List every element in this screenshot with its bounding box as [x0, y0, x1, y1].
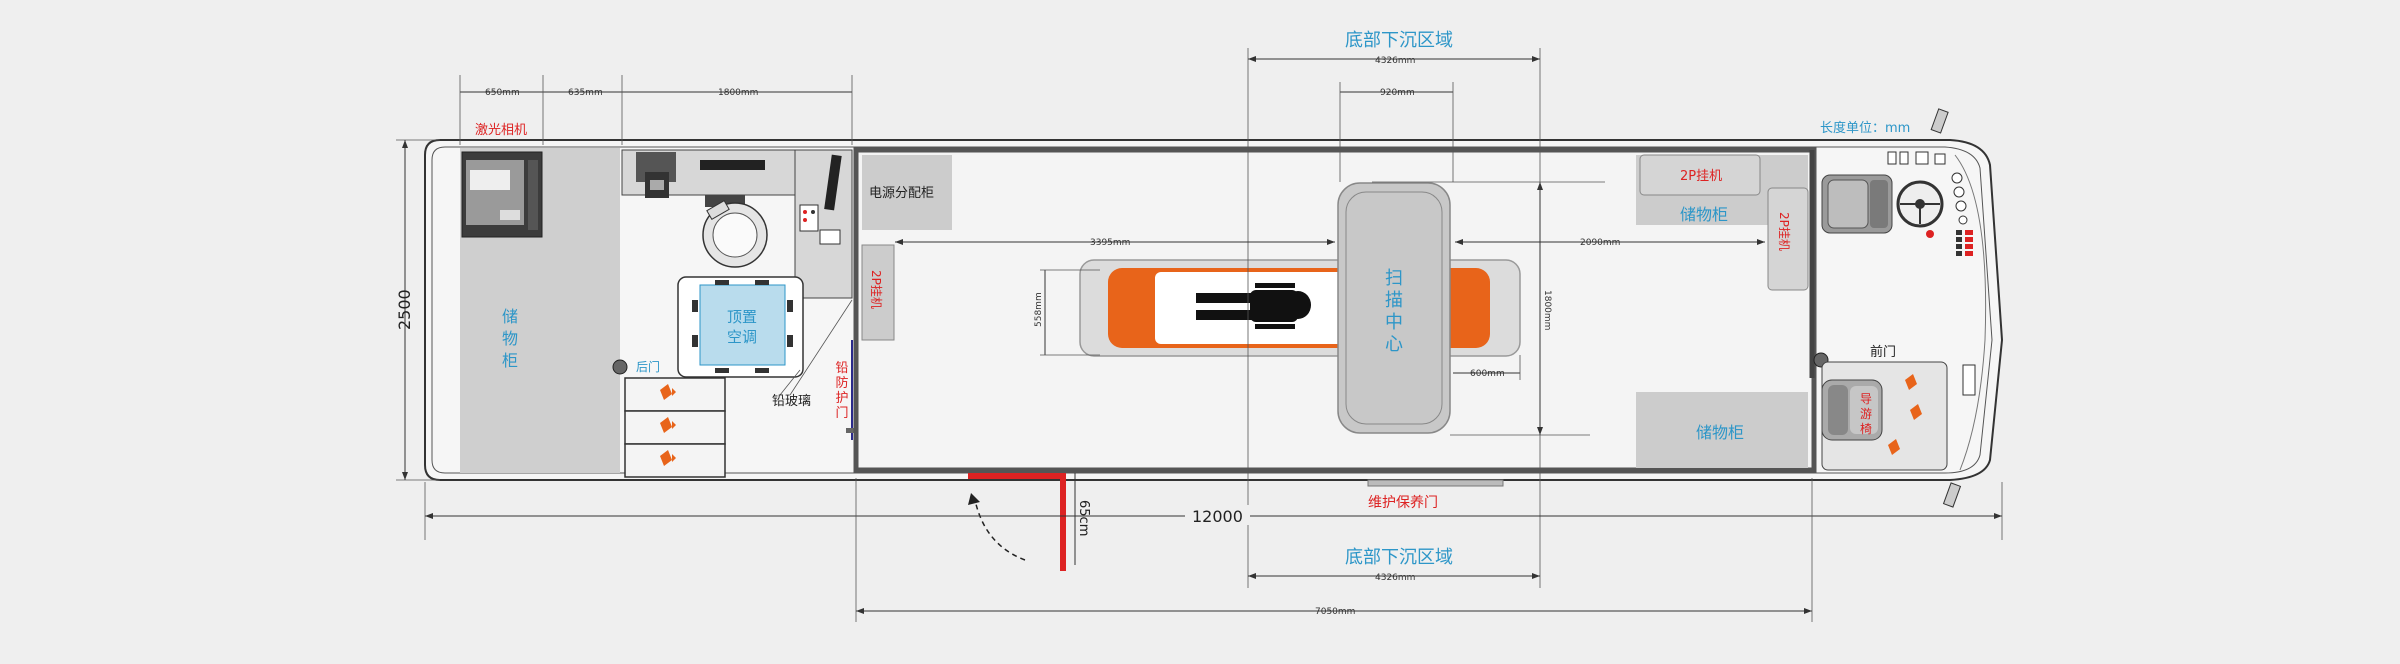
guideSeatV-char: 椅	[1860, 422, 1872, 436]
mirror-top	[1930, 108, 1949, 134]
monitor-icon	[636, 152, 676, 198]
lead-glass-pointer	[789, 299, 853, 396]
label-ac-2p-left: 2P挂机	[869, 270, 883, 309]
label-storage-top: 储物柜	[1680, 205, 1728, 224]
steering-wheel-icon	[1896, 180, 1944, 228]
patient-figure-icon	[1196, 283, 1311, 329]
label-front-door: 前门	[1870, 344, 1896, 360]
storageLeftV-char: 储	[502, 307, 518, 326]
lead-glass-pointer-2	[779, 369, 801, 396]
label-guide-seat: 导游椅	[1860, 392, 1872, 436]
storageLeftV-char: 柜	[502, 351, 518, 370]
label-roof-ac-line1: 顶置	[727, 308, 757, 326]
label-lead-door: 铅防护门	[835, 361, 848, 421]
label-maintenance-door: 维护保养门	[1368, 495, 1438, 511]
bus-inner-outline	[431, 146, 1993, 474]
dim-920: 920mm	[1380, 88, 1415, 98]
label-roof-ac-line2: 空调	[727, 328, 757, 346]
dim-4326-top: 4326mm	[1375, 56, 1415, 66]
leadDoorV-char: 防	[835, 375, 848, 391]
leadDoorV-char: 护	[835, 391, 848, 406]
storageLeftV-char: 物	[502, 329, 518, 348]
rear-step-drawers	[624, 377, 726, 478]
dim-2500: 2500	[395, 289, 414, 330]
leadDoorV-char: 门	[835, 406, 848, 421]
footprint-front-2	[1910, 404, 1922, 420]
ac-2p-top	[1639, 154, 1761, 196]
dim-1800-side: 1800mm	[1542, 290, 1552, 330]
door-panel	[1962, 364, 1976, 396]
dim-arrowheads	[402, 56, 2002, 614]
storage-bottom-right	[1636, 392, 1808, 468]
side-door-swing-arc	[974, 499, 1026, 561]
laser-camera-icon	[461, 151, 543, 238]
label-scan-center: 扫描中心	[1385, 268, 1403, 355]
driver-seat-icon	[1821, 174, 1893, 234]
control-panel-icon	[799, 204, 841, 245]
rear-door-hinge	[612, 359, 628, 375]
dim-2090: 2090mm	[1580, 238, 1620, 248]
scanCenterV-char: 中	[1385, 312, 1403, 333]
operator-chair-icon	[702, 199, 768, 268]
label-storage-bottom: 储物柜	[1696, 423, 1744, 442]
mirror-bottom	[1942, 482, 1962, 508]
windshield-line	[1954, 154, 1987, 471]
dashboard-icon	[1887, 151, 1973, 256]
ac-2p-left	[861, 244, 895, 341]
power-cabinet	[862, 155, 952, 230]
footprint-front-1	[1905, 374, 1917, 390]
label-power-cabinet: 电源分配柜	[869, 186, 934, 201]
scanCenterV-char: 描	[1385, 290, 1403, 311]
dim-7050: 7050mm	[1315, 607, 1355, 617]
footprint-front-3	[1888, 439, 1900, 455]
label-laser-camera: 激光相机	[475, 123, 527, 138]
maintenance-door-hatch	[1367, 479, 1504, 487]
dim-650: 650mm	[485, 88, 520, 98]
side-door-leaf	[1060, 473, 1066, 571]
label-lead-glass: 铅玻璃	[772, 394, 811, 409]
label-ac-2p-right: 2P挂机	[1777, 212, 1791, 251]
guideSeatV-char: 导	[1860, 392, 1872, 406]
scanCenterV-char: 扫	[1385, 268, 1403, 289]
label-sink-top: 底部下沉区域	[1345, 30, 1453, 51]
label-unit-note: 长度单位：mm	[1820, 120, 1910, 136]
side-door-arrow	[968, 493, 980, 505]
scanCenterV-char: 心	[1385, 334, 1403, 355]
dim-635: 635mm	[568, 88, 603, 98]
guideSeatV-char: 游	[1860, 407, 1872, 421]
dim-12000-bg	[1185, 505, 1250, 525]
dim-600: 600mm	[1470, 369, 1505, 379]
mouse-icon	[824, 154, 842, 211]
leadDoorV-char: 铅	[835, 361, 848, 376]
roof-ac-unit	[677, 276, 804, 378]
side-door-opening	[968, 473, 1063, 479]
dim-4326-bottom: 4326mm	[1375, 573, 1415, 583]
label-sink-bottom: 底部下沉区域	[1345, 547, 1453, 568]
label-rear-door: 后门	[636, 359, 660, 374]
label-door-opening: 65cm	[1076, 500, 1091, 536]
label-storage-left-v: 储物柜	[502, 307, 518, 370]
ct-gantry	[1337, 182, 1451, 434]
dim-558: 558mm	[1034, 292, 1044, 327]
dim-12000: 12000	[1192, 507, 1243, 526]
guide-seat-icon	[1821, 379, 1883, 441]
dim-3395: 3395mm	[1090, 238, 1130, 248]
dim-1800-top: 1800mm	[718, 88, 758, 98]
ac-2p-right	[1767, 187, 1809, 291]
label-ac-2p-top: 2P挂机	[1680, 169, 1722, 184]
